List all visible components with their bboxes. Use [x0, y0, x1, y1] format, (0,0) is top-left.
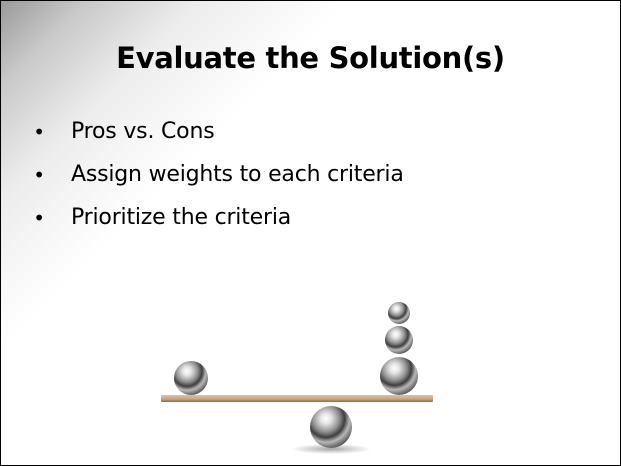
bullet-dot: •	[33, 120, 45, 144]
bullet-text: Pros vs. Cons	[71, 119, 215, 144]
right-sphere-bottom	[380, 357, 418, 395]
bullet-list: • Pros vs. Cons • Assign weights to each…	[29, 117, 404, 246]
right-sphere-middle	[385, 326, 413, 354]
bullet-text: Prioritize the criteria	[71, 205, 292, 230]
bullet-text: Assign weights to each criteria	[71, 162, 404, 187]
floor-shadow	[291, 444, 371, 454]
fulcrum-sphere	[310, 406, 352, 448]
balance-plank	[161, 395, 433, 402]
bullet-item: • Prioritize the criteria	[29, 203, 404, 246]
bullet-item: • Assign weights to each criteria	[29, 160, 404, 203]
bullet-dot: •	[33, 206, 45, 230]
bullet-dot: •	[33, 163, 45, 187]
balance-scale-illustration	[161, 302, 433, 454]
bullet-item: • Pros vs. Cons	[29, 117, 404, 160]
right-sphere-top	[388, 302, 410, 324]
left-sphere	[174, 361, 208, 395]
slide-title: Evaluate the Solution(s)	[116, 41, 505, 75]
